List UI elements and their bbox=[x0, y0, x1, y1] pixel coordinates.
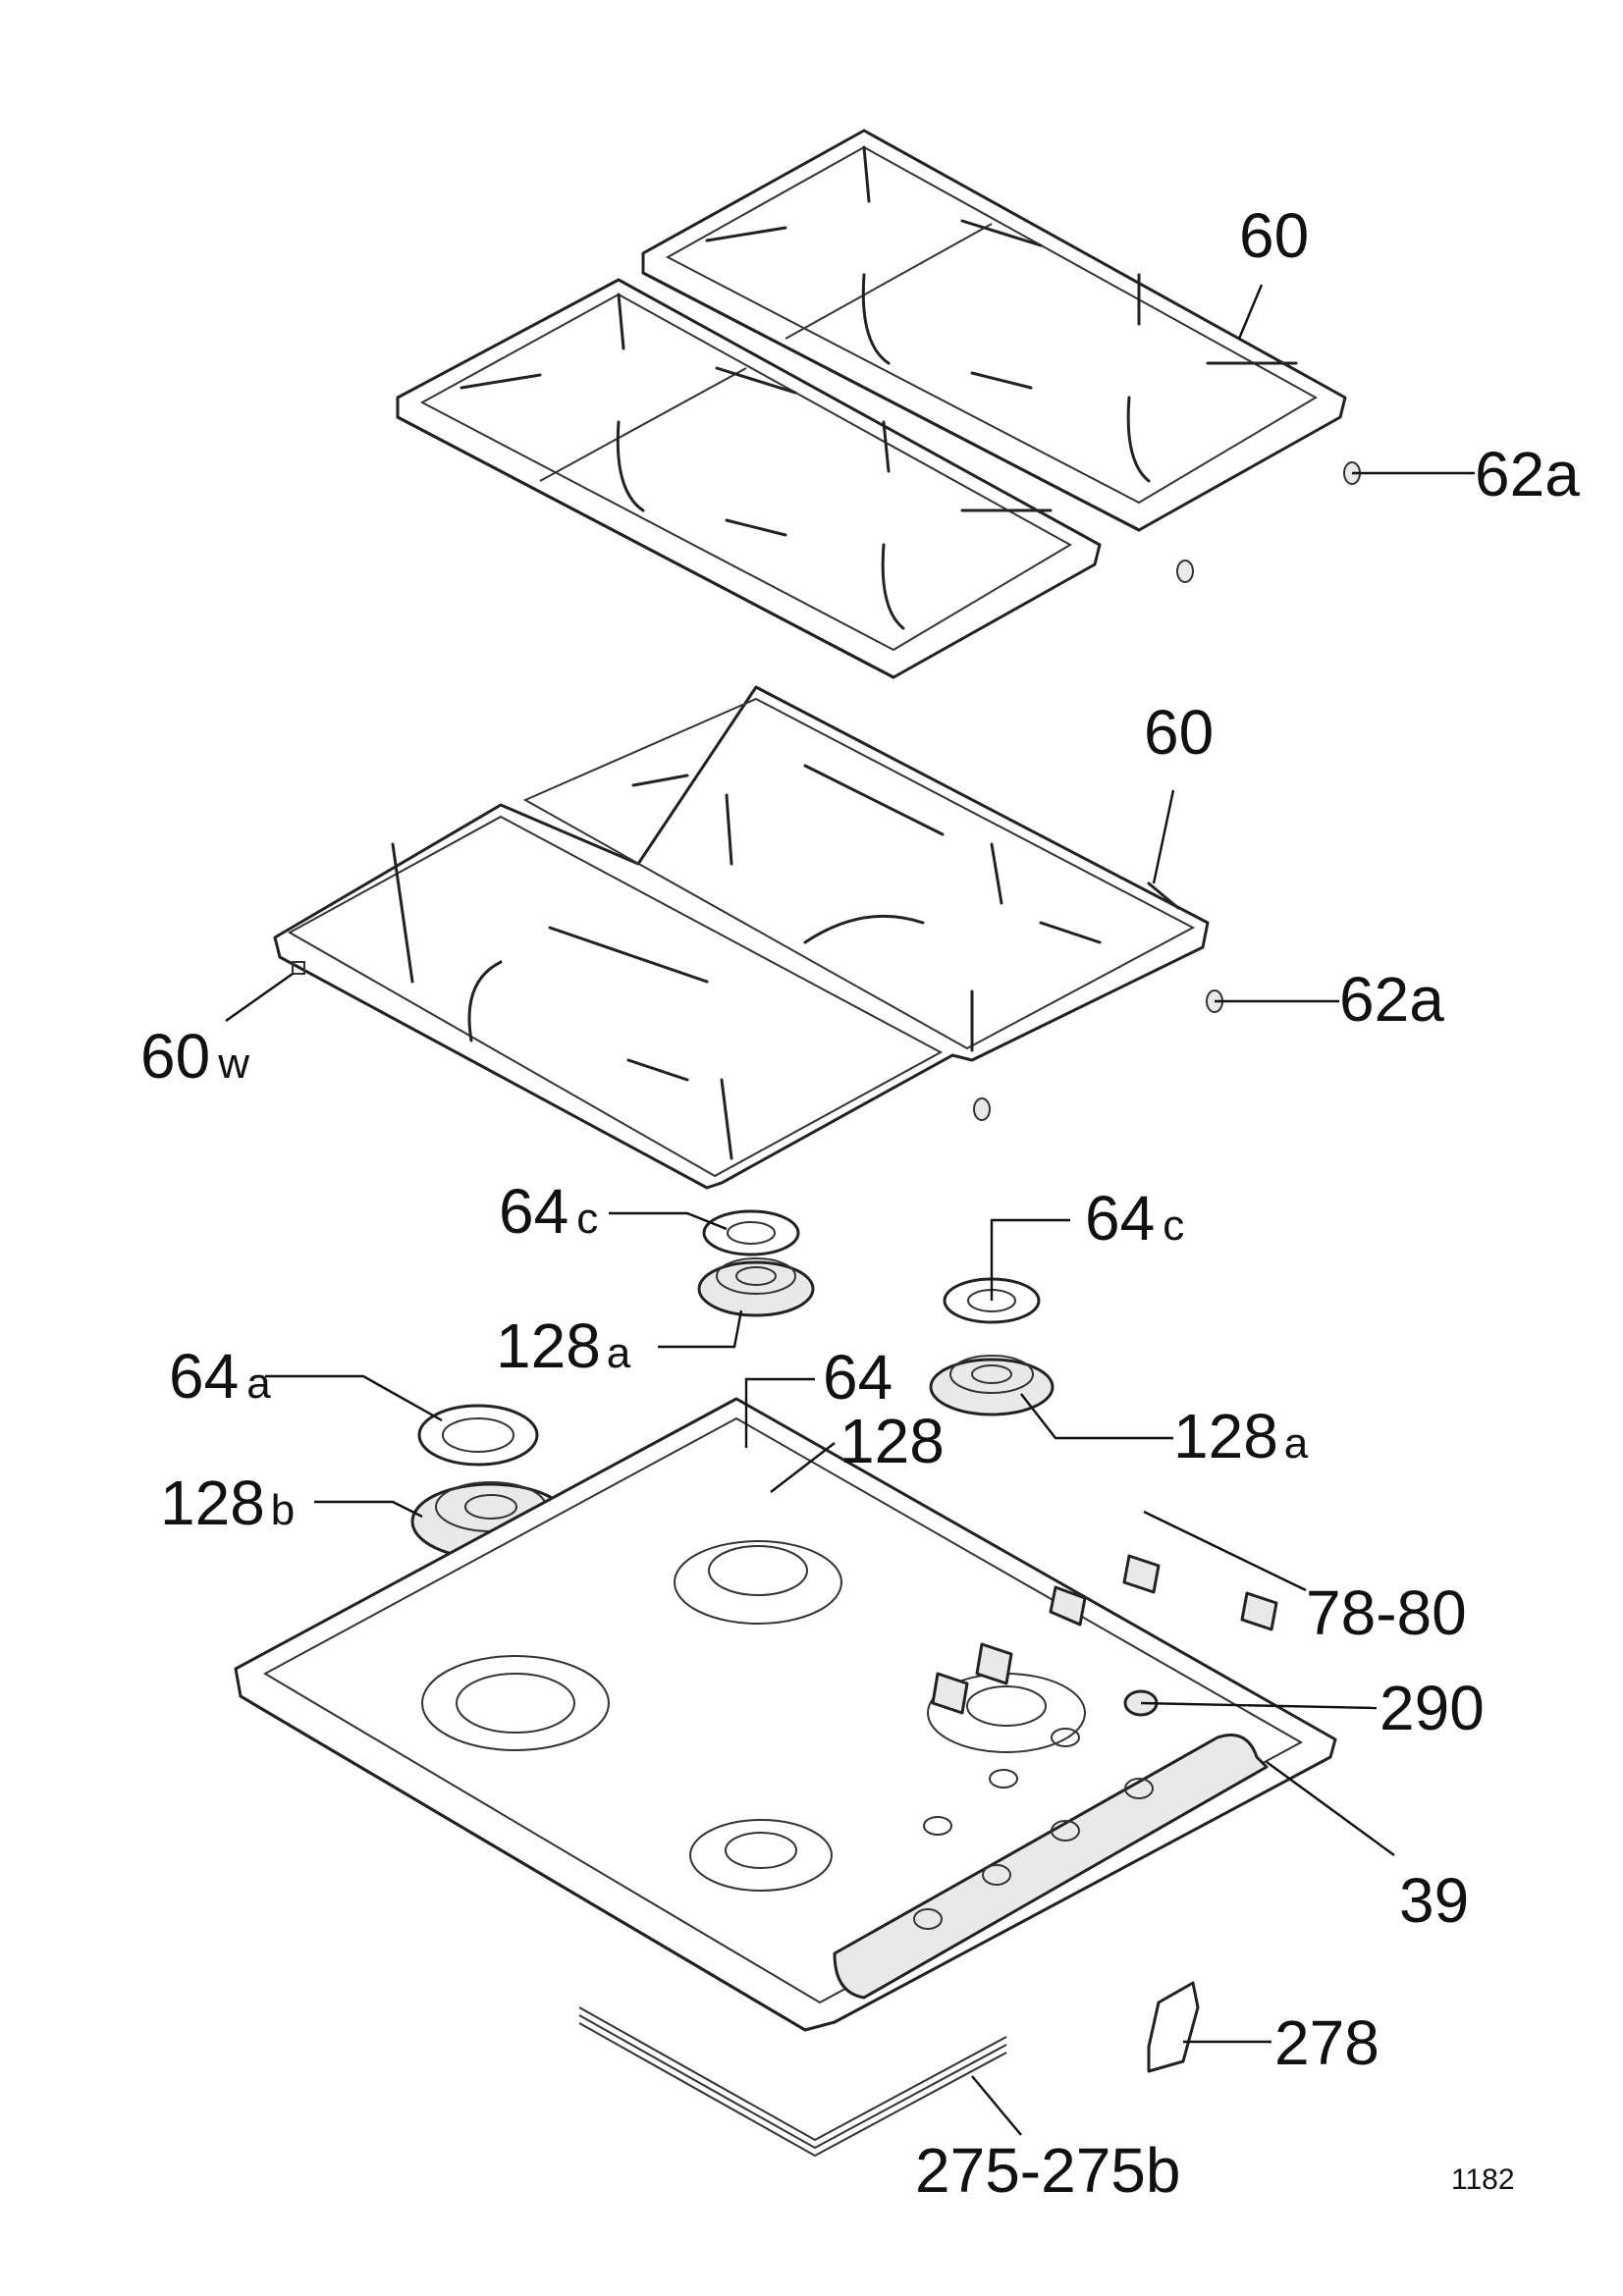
burner-cap-c-left bbox=[702, 1209, 800, 1256]
drawing-code: 1182 bbox=[1451, 2163, 1515, 2196]
label-128-center: 128 bbox=[839, 1406, 945, 1476]
label-275-275b: 275-275b bbox=[915, 2135, 1180, 2206]
label-64-center: 64 bbox=[823, 1342, 893, 1413]
burner-a-right bbox=[929, 1355, 1055, 1416]
fixing-clip bbox=[1147, 1981, 1200, 2073]
wire-grate bbox=[273, 685, 1210, 1190]
label-78-80: 78-80 bbox=[1306, 1577, 1467, 1648]
cast-iron-grate-front bbox=[396, 278, 1102, 679]
cast-iron-grate-rear bbox=[641, 129, 1347, 532]
leader-lines bbox=[225, 284, 1475, 2136]
label-39: 39 bbox=[1399, 1865, 1469, 1936]
control-knobs bbox=[931, 1554, 1278, 1715]
burner-a-left bbox=[697, 1257, 815, 1317]
burner-cap-a bbox=[417, 1404, 539, 1467]
label-60-wire: 60 bbox=[1144, 697, 1214, 768]
label-290: 290 bbox=[1380, 1673, 1485, 1743]
label-62a-top: 62a bbox=[1475, 439, 1580, 509]
label-60-top: 60 bbox=[1239, 200, 1309, 271]
label-278: 278 bbox=[1274, 2007, 1380, 2078]
hob-top bbox=[234, 1397, 1337, 2032]
label-62a-wire: 62a bbox=[1339, 964, 1444, 1035]
gasket bbox=[578, 2006, 1007, 2158]
